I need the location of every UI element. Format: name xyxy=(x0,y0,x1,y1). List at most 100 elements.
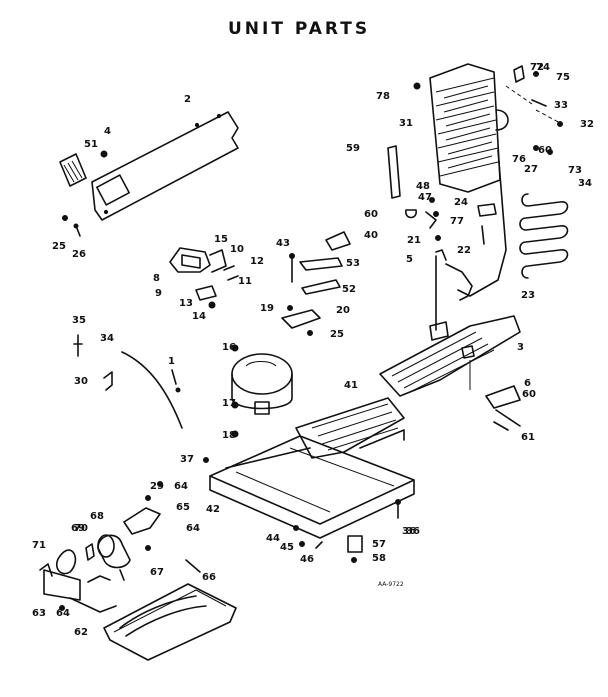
part-number-label: 68 xyxy=(90,511,104,522)
fan-motor-drawing xyxy=(39,481,163,613)
part-number-label: 2 xyxy=(184,94,191,105)
part-number-label: 64 xyxy=(174,481,188,492)
strip-58-drawing xyxy=(387,145,401,199)
part-number-label: 4 xyxy=(104,126,111,137)
wire-1-drawing xyxy=(121,351,183,429)
evaporator-plate-drawing xyxy=(379,315,521,397)
part-number-label: 44 xyxy=(266,533,280,544)
part-number-label: 31 xyxy=(399,118,413,129)
wire-55-drawing xyxy=(87,575,111,583)
clip-30-drawing xyxy=(103,371,113,391)
part-number-label: 60 xyxy=(538,145,552,156)
part-number-label: 67 xyxy=(150,567,164,578)
part-number-label: 6 xyxy=(524,378,531,389)
right-lower-parts-drawing xyxy=(485,385,521,431)
part-number-label: 74 xyxy=(536,62,550,73)
wire-67-drawing xyxy=(185,559,201,573)
part-number-label: 43 xyxy=(276,238,290,249)
part-number-label: 78 xyxy=(376,91,390,102)
part-number-label: 10 xyxy=(230,244,244,255)
bottom-pan-drawing xyxy=(103,583,237,661)
part-number-label: 46 xyxy=(300,554,314,565)
condenser-drawing xyxy=(413,63,509,297)
part-number-label: 36 xyxy=(402,526,416,537)
part-number-label: 19 xyxy=(260,303,274,314)
part-number-label: 11 xyxy=(238,276,252,287)
part-number-label: 23 xyxy=(521,290,535,301)
part-number-label: 53 xyxy=(346,258,360,269)
part-number-label: 34 xyxy=(100,333,114,344)
part-number-label: 1 xyxy=(168,356,175,367)
part-number-label: 52 xyxy=(342,284,356,295)
part-number-label: 76 xyxy=(512,154,526,165)
drain-grille-drawing xyxy=(295,397,405,459)
wire-1-clip-drawing xyxy=(175,387,181,393)
control-panel-drawing xyxy=(91,111,239,221)
part-number-label: 71 xyxy=(32,540,46,551)
part-number-label: 41 xyxy=(344,380,358,391)
part-number-label: 62 xyxy=(74,627,88,638)
part-number-label: 15 xyxy=(214,234,228,245)
fittings-drawing xyxy=(405,197,497,331)
left-fasteners-drawing xyxy=(62,215,81,237)
top-right-small-parts-drawing xyxy=(505,65,563,155)
part-number-label: 36 xyxy=(406,526,420,537)
part-number-label: 63 xyxy=(32,608,46,619)
part-number-label: 80 xyxy=(0,0,14,3)
part-number-label: 70 xyxy=(74,523,88,534)
bracket-stack-drawing xyxy=(281,231,351,336)
part-number-label: 30 xyxy=(74,376,88,387)
part-number-label: 42 xyxy=(206,504,220,515)
part-number-label: 69 xyxy=(71,523,85,534)
part-number-label: 22 xyxy=(457,245,471,256)
compressor-drawing xyxy=(231,344,293,438)
part-number-label: 25 xyxy=(330,329,344,340)
fastener-35-drawing xyxy=(73,334,83,357)
screw-4-drawing xyxy=(100,150,108,158)
part-number-label: 17 xyxy=(222,398,236,409)
part-number-label: 32 xyxy=(580,119,594,130)
part-number-label: 13 xyxy=(179,298,193,309)
base-frame-drawing xyxy=(203,435,415,539)
part-number-label: 3 xyxy=(517,342,524,353)
part-number-label: 25 xyxy=(52,241,66,252)
part-number-label: 24 xyxy=(454,197,468,208)
diagram-title: UNIT PARTS xyxy=(228,19,370,39)
coil-34-drawing xyxy=(519,193,569,279)
part-number-label: 51 xyxy=(84,139,98,150)
part-number-label: 60 xyxy=(522,389,536,400)
part-number-label: 75 xyxy=(556,72,570,83)
part-number-label: 5 xyxy=(406,254,413,265)
part-number-label: 27 xyxy=(524,164,538,175)
part-number-label: 40 xyxy=(364,230,378,241)
part-number-label: 14 xyxy=(192,311,206,322)
part-number-label: 60 xyxy=(364,209,378,220)
part-number-label: 64 xyxy=(186,523,200,534)
part-number-label: 33 xyxy=(554,100,568,111)
wire-1-pin-drawing xyxy=(171,369,177,385)
part-number-label: 61 xyxy=(521,432,535,443)
part-number-label: 73 xyxy=(568,165,582,176)
part-number-label: 45 xyxy=(280,542,294,553)
part-number-label: 8 xyxy=(153,273,160,284)
part-number-label: 58 xyxy=(372,553,386,564)
part-number-label: 72 xyxy=(530,62,544,73)
part-number-label: 57 xyxy=(372,539,386,550)
part-number-label: 59 xyxy=(346,143,360,154)
relay-bracket-drawing xyxy=(169,247,239,309)
part-number-label: 12 xyxy=(250,256,264,267)
part-number-label: 20 xyxy=(336,305,350,316)
part-number-label: 21 xyxy=(407,235,421,246)
part-number-label: 64 xyxy=(56,608,70,619)
part-number-label: 34 xyxy=(578,178,592,189)
drawing-code: AA-9722 xyxy=(378,581,404,588)
part-number-label: 18 xyxy=(222,430,236,441)
part-number-label: 48 xyxy=(416,181,430,192)
part-number-label: 16 xyxy=(222,342,236,353)
part-number-label: 77 xyxy=(450,216,464,227)
part-number-label: 29 xyxy=(150,481,164,492)
part-number-label: 35 xyxy=(72,315,86,326)
part-number-label: 65 xyxy=(176,502,190,513)
